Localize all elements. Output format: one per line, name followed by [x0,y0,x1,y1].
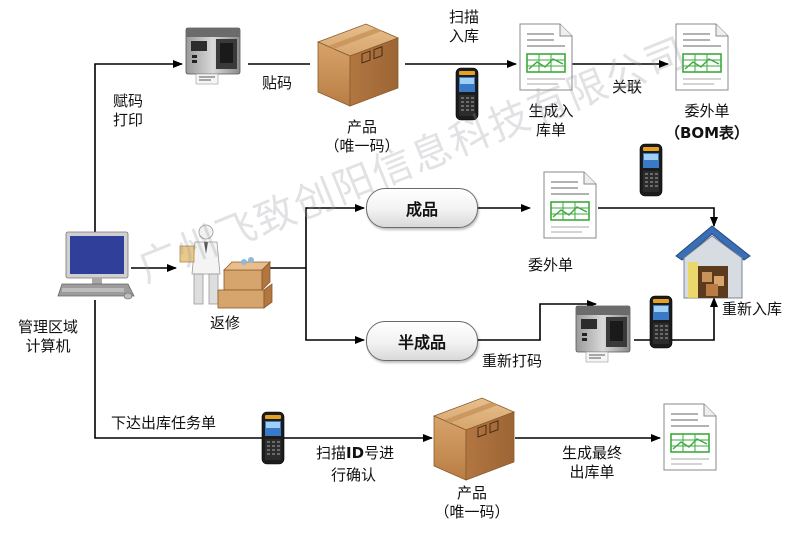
reprint-label: 重新打码 [482,352,543,370]
product-bottom-label: 产品 （唯一码） [434,484,510,521]
assign-print-label: 赋码 打印 [113,92,144,129]
document-icon [543,171,597,239]
restock-label: 重新入库 [722,300,783,318]
scanner-icon [649,295,673,349]
scan-confirm-label-2: 行确认 [331,466,377,484]
outsource-bom-sub-label: （BOM表） [664,124,750,142]
box-icon [217,257,273,309]
link-label: 关联 [612,78,643,96]
computer-icon [57,231,135,300]
scan-confirm-id: ID [346,444,365,462]
rework-label: 返修 [210,314,241,332]
product-top-label: 产品 （唯一码） [324,118,400,155]
outsource-bom-label: 委外单 [684,102,730,120]
document-icon [663,403,717,471]
printer-icon [575,305,631,363]
issue-task-label: 下达出库任务单 [111,414,217,432]
box-icon [317,23,399,107]
scan-confirm-part1: 扫描 [316,444,347,462]
scan-in-label: 扫描 入库 [448,8,479,45]
gen-final-out-label: 生成最终 出库单 [561,444,622,481]
scan-confirm-part2: 号进 [364,444,395,462]
finished-node: 成品 [366,188,478,228]
stick-code-label: 贴码 [262,74,293,92]
computer-label: 管理区域 计算机 [17,318,78,355]
gen-in-slip-label: 生成入 库单 [528,102,574,139]
printer-icon [185,27,241,85]
worker-icon [179,224,221,305]
scanner-icon [261,411,285,465]
scan-confirm-label: 扫描ID号进 [316,444,394,463]
scanner-icon [639,143,663,197]
outsource-mid-label: 委外单 [528,256,574,274]
semi-finished-node: 半成品 [366,321,478,361]
box-icon [433,397,515,481]
warehouse-icon [675,225,751,299]
